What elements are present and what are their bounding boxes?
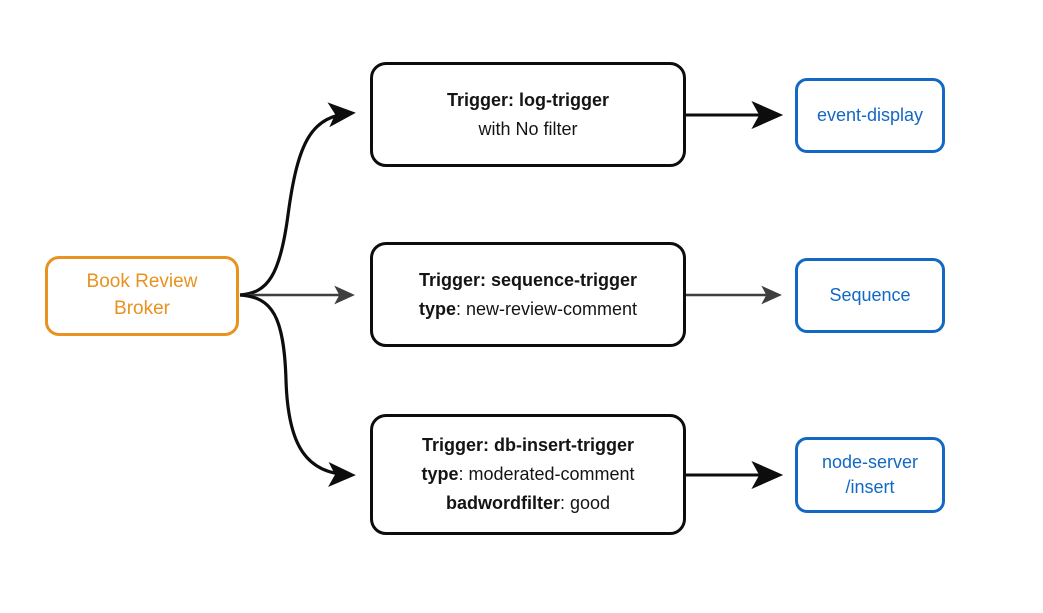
node-trigger-sequence-trigger[interactable]: Trigger: sequence-trigger type: new-revie… — [370, 242, 686, 347]
node-book-review-broker[interactable]: Book Review Broker — [45, 256, 239, 336]
node-label-key: Trigger: sequence-trigger — [418, 269, 638, 290]
node-node-server-insert[interactable]: node-server/insert — [795, 437, 945, 513]
node-trigger-db-insert-trigger[interactable]: Trigger: db-insert-trigger type: moderate… — [370, 414, 686, 535]
node-label-line: Trigger: db-insert-trigger — [422, 431, 634, 460]
node-label-line: Sequence — [829, 284, 911, 305]
node-label-value: : good — [559, 492, 611, 513]
node-label-key: Trigger: db-insert-trigger — [421, 435, 634, 456]
node-event-display[interactable]: event-display — [795, 78, 945, 153]
node-label-key: type — [421, 464, 459, 485]
node-label-line: type: moderated-comment — [421, 460, 634, 489]
node-label-value: with No filter — [478, 118, 578, 139]
node-sequence[interactable]: Sequence — [795, 258, 945, 333]
node-label-line: type: new-review-comment — [419, 295, 637, 324]
node-label-line: event-display — [816, 104, 924, 125]
edge-broker-to-db-insert-trigger — [239, 293, 356, 487]
node-label-value: : moderated-comment — [458, 464, 635, 485]
node-label-key: type — [418, 298, 456, 319]
node-label-value: : new-review-comment — [455, 298, 638, 319]
node-label-line: node-server — [821, 451, 919, 472]
node-label-line: Book Review — [86, 271, 198, 293]
node-trigger-log-trigger[interactable]: Trigger: log-trigger with No filter — [370, 62, 686, 167]
node-label-line: Trigger: sequence-trigger — [419, 266, 637, 295]
node-label-line: with No filter — [478, 115, 577, 144]
edge-broker-to-log-trigger — [239, 102, 356, 297]
node-label-line: Trigger: log-trigger — [447, 86, 609, 115]
node-label-key: Trigger: log-trigger — [447, 89, 609, 110]
node-label-line: badwordfilter: good — [446, 489, 610, 518]
node-label-line: Broker — [114, 298, 170, 319]
node-label-line: /insert — [845, 477, 895, 497]
node-label-key: badwordfilter — [445, 492, 560, 513]
